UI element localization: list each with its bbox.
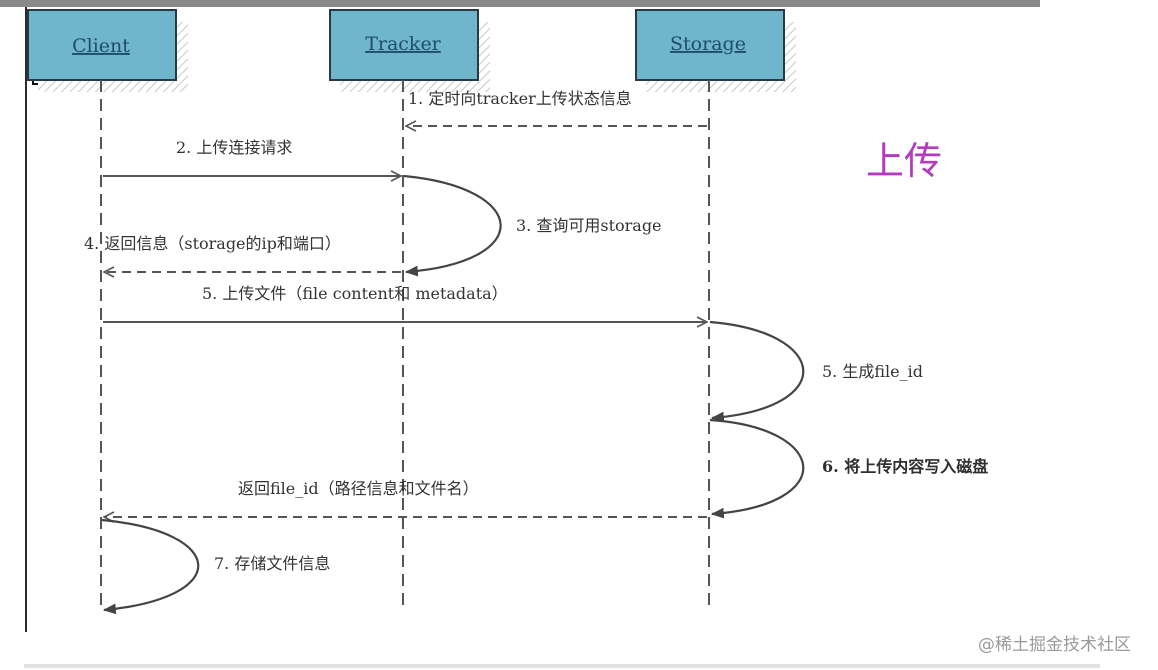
message-6-label: 6. 将上传内容写入磁盘 [822, 457, 988, 476]
top-bar [0, 0, 1040, 7]
diagram-title: 上传 [866, 139, 942, 183]
message-3-arrow [403, 174, 502, 277]
message-5b-label: 5. 生成file_id [822, 362, 923, 381]
message-6-arrow [709, 418, 805, 519]
message-return-label: 返回file_id（路径信息和文件名） [238, 479, 479, 498]
participant-tracker: Tracker [329, 9, 479, 81]
tracker-label: Tracker [365, 33, 441, 55]
message-2-label: 2. 上传连接请求 [176, 138, 292, 157]
participant-storage: Storage [635, 9, 785, 81]
client-label: Client [72, 35, 130, 57]
message-5b-arrow [709, 320, 805, 423]
participant-client: Client [27, 9, 177, 81]
storage-label: Storage [670, 33, 746, 55]
bottom-divider [24, 664, 1100, 668]
watermark: @稀土掘金技术社区 [978, 635, 1131, 655]
message-1-label: 1. 定时向tracker上传状态信息 [408, 89, 632, 108]
left-border-line [25, 7, 27, 632]
message-7-arrow [101, 518, 200, 615]
message-3-label: 3. 查询可用storage [516, 216, 662, 235]
message-7-label: 7. 存储文件信息 [214, 554, 330, 573]
message-4-label: 4. 返回信息（storage的ip和端口） [84, 234, 341, 253]
message-5-label: 5. 上传文件（file content和 metadata） [202, 284, 508, 303]
